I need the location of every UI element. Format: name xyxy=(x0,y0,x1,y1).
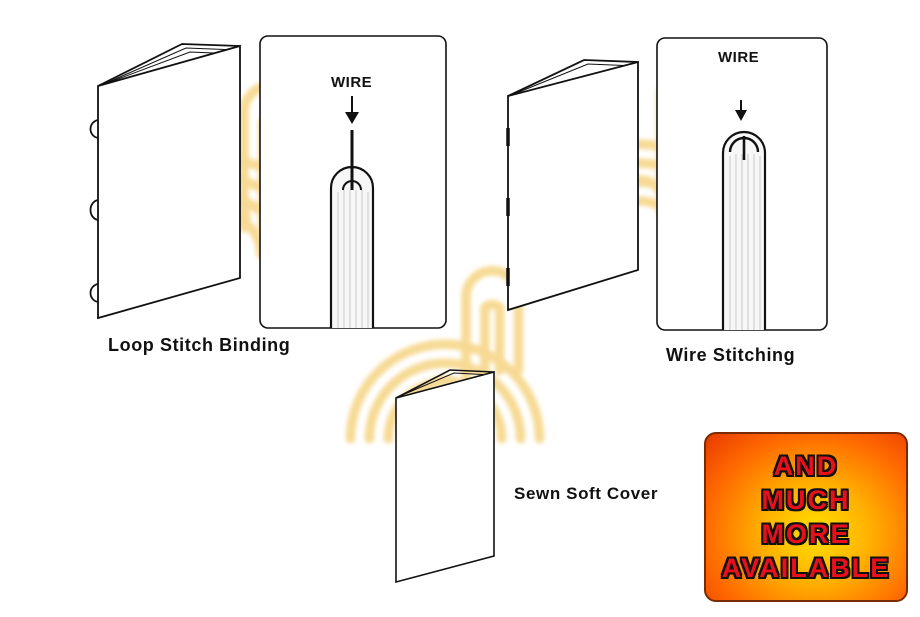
label-wire-stitching: Wire Stitching xyxy=(666,345,796,365)
wire-callout-wire-stitching: WIRE xyxy=(718,49,760,66)
wire-stitching-booklet xyxy=(506,59,639,312)
badge-line-3: MORE xyxy=(761,519,851,549)
label-sewn-soft-cover: Sewn Soft Cover xyxy=(514,484,659,503)
badge-line-1: AND xyxy=(773,451,839,481)
badge-line-4: AVAILABLE xyxy=(721,553,891,583)
label-loop-stitch-binding: Loop Stitch Binding xyxy=(108,335,291,355)
sewn-soft-cover-booklet xyxy=(395,369,495,584)
wire-callout-loop: WIRE xyxy=(331,74,373,91)
wire-stitching-detail-panel xyxy=(656,37,828,331)
loop-stitch-booklet xyxy=(89,43,241,320)
loop-stitch-detail-panel xyxy=(259,35,447,329)
badge-line-2: MUCH xyxy=(761,485,851,515)
and-much-more-available-badge: AND MUCH MORE AVAILABLE xyxy=(704,432,908,602)
